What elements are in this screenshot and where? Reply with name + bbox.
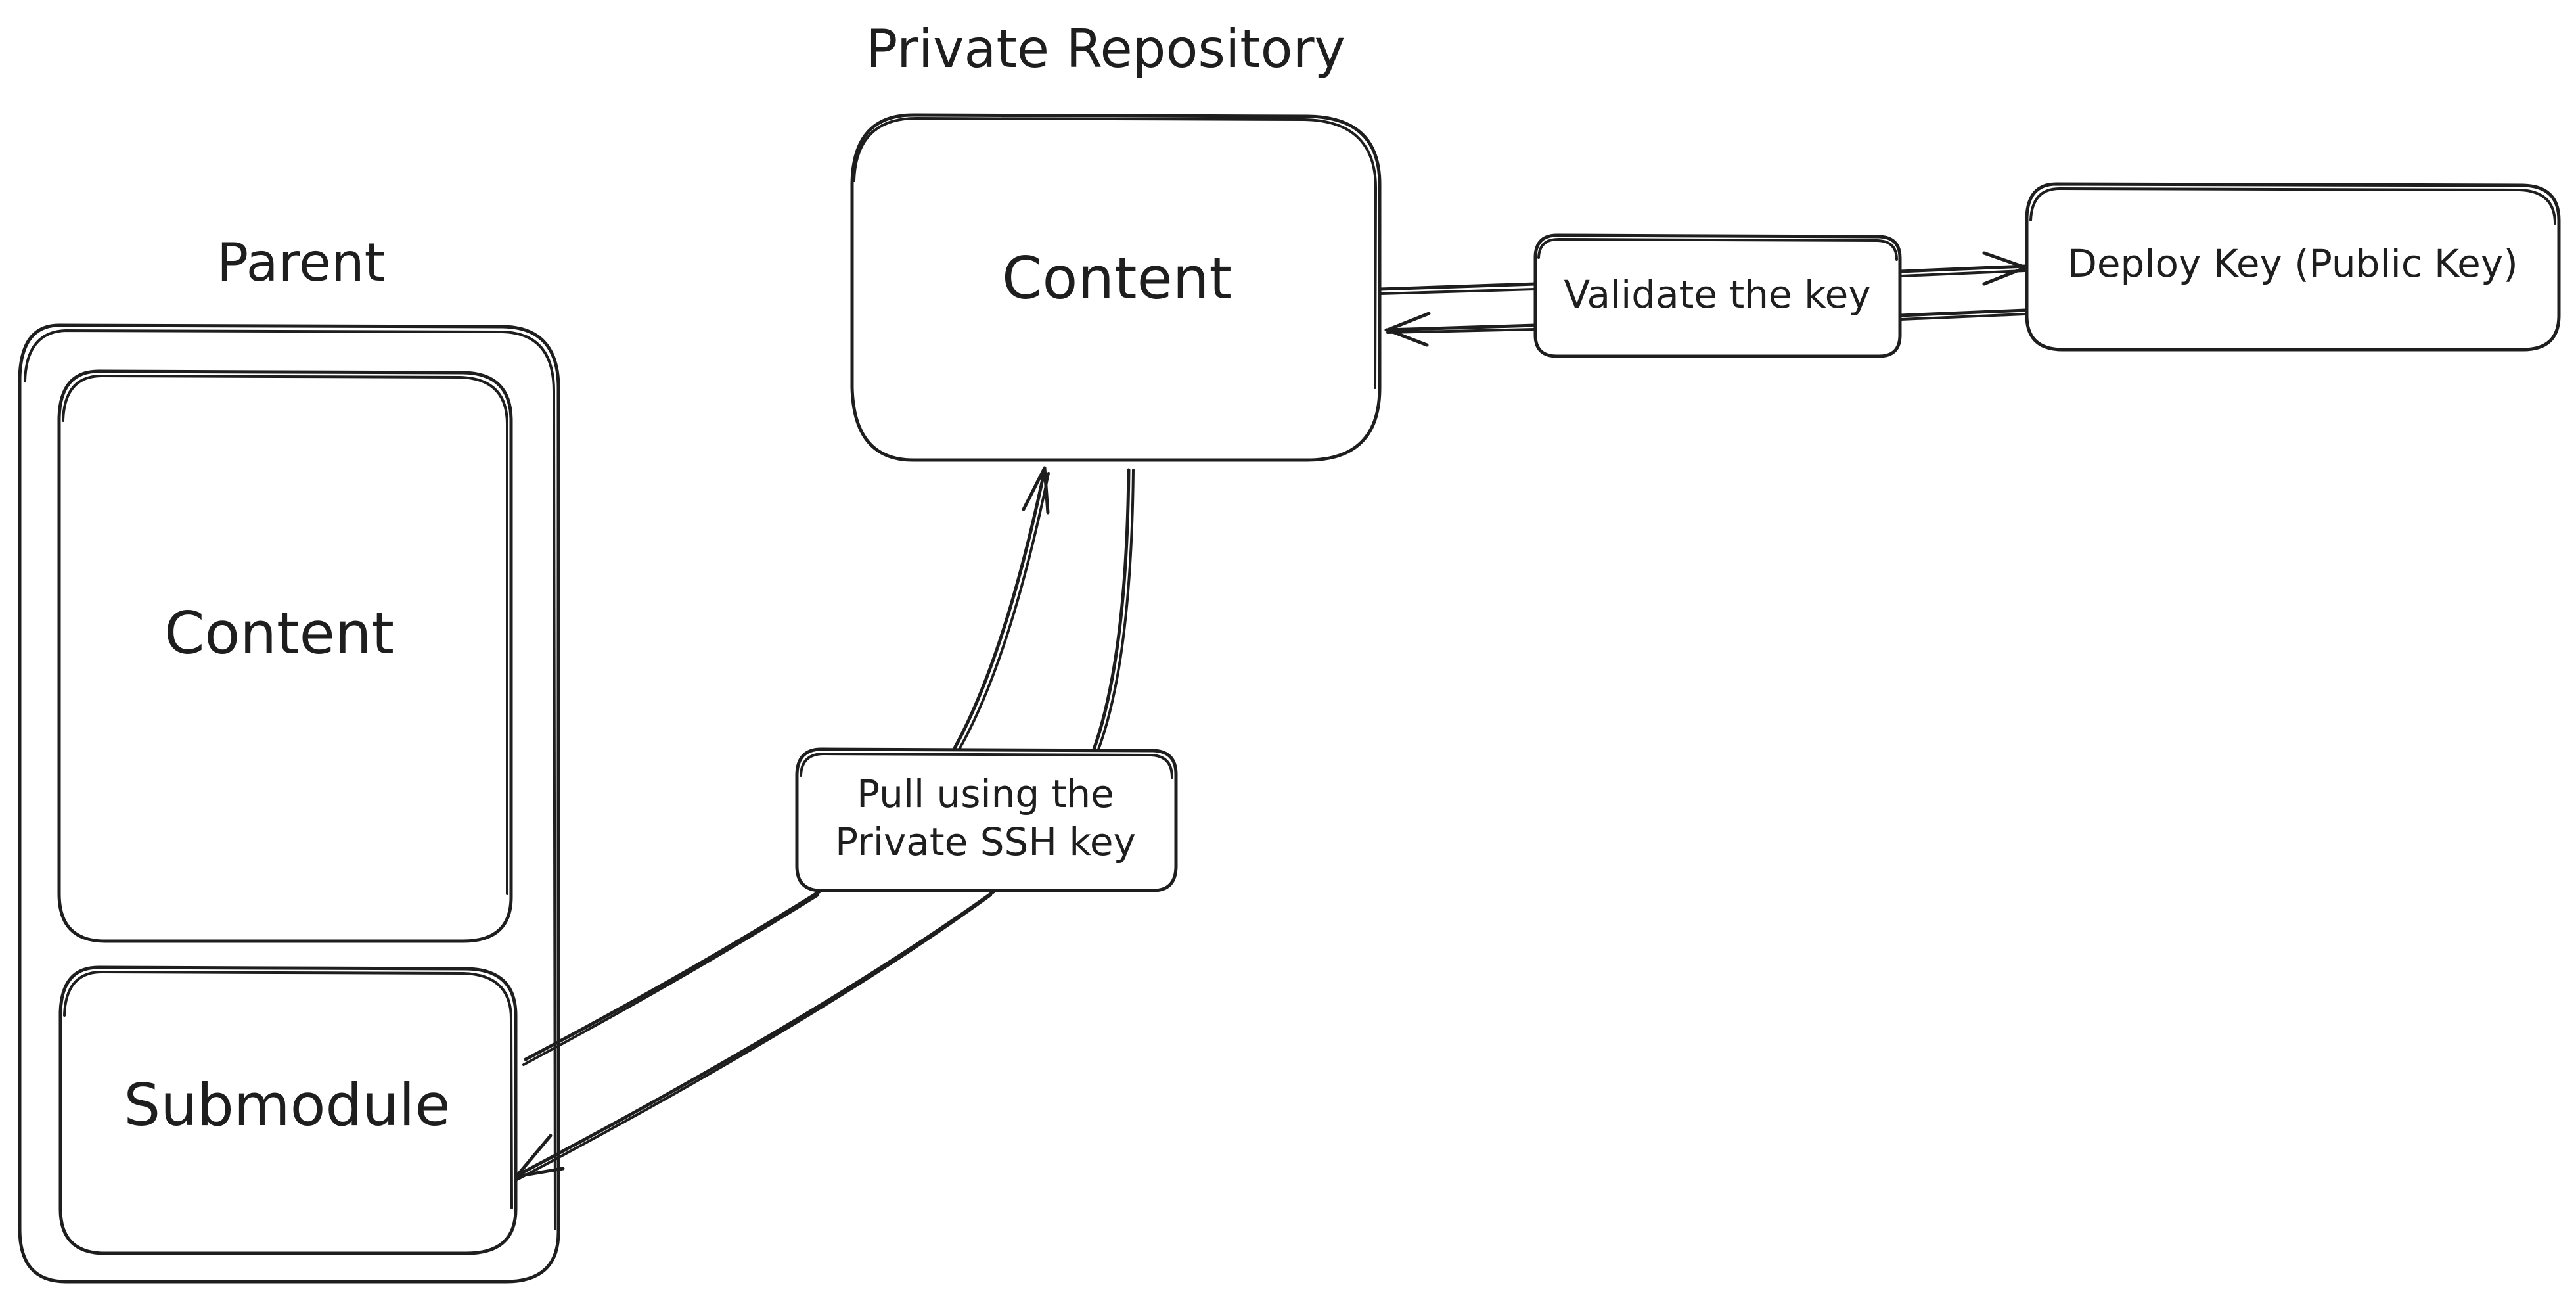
arrow-validate-to-deploy bbox=[1898, 251, 2027, 321]
arrow-validate-to-repo bbox=[1378, 282, 1537, 347]
submodule-label: Submodule bbox=[124, 1071, 450, 1139]
private-repository-title: Private Repository bbox=[866, 18, 1345, 80]
parent-title: Parent bbox=[217, 232, 385, 293]
private-repo-content-label: Content bbox=[1002, 244, 1232, 312]
arrow-pull-to-repo bbox=[952, 466, 1135, 751]
arrow-pull-to-submodule bbox=[514, 889, 997, 1182]
submodule-box bbox=[58, 965, 518, 1255]
parent-box bbox=[18, 323, 560, 1284]
private-repository-box bbox=[850, 113, 1382, 462]
pull-label-line1: Pull using the bbox=[857, 772, 1114, 816]
validate-key-box bbox=[1533, 233, 1902, 358]
parent-content-box bbox=[57, 369, 513, 943]
validate-key-label: Validate the key bbox=[1564, 272, 1870, 317]
pull-label-line2: Private SSH key bbox=[835, 820, 1136, 864]
deploy-key-label: Deploy Key (Public Key) bbox=[2068, 241, 2518, 286]
pull-box bbox=[795, 747, 1178, 892]
parent-content-label: Content bbox=[164, 599, 394, 667]
deploy-key-box bbox=[2025, 182, 2561, 352]
